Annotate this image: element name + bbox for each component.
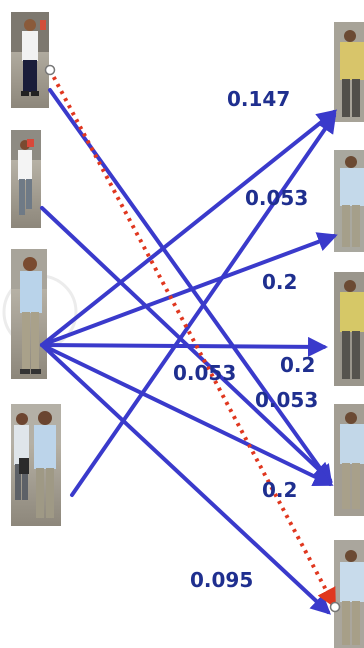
weight-label: 0.053 — [255, 388, 318, 412]
edge-q3-g5 — [40, 343, 331, 615]
weight-label: 0.2 — [262, 270, 297, 294]
match-end-node — [329, 601, 341, 613]
edge-q3-g2 — [40, 232, 338, 347]
weight-label: 0.2 — [262, 478, 297, 502]
gallery-image-3 — [334, 272, 364, 386]
gallery-image-2 — [334, 150, 364, 252]
weight-label: 0.147 — [227, 87, 290, 111]
weight-label: 0.2 — [280, 353, 315, 377]
weight-label: 0.095 — [190, 568, 253, 592]
edge-q3-g3 — [40, 336, 328, 357]
edge-q2-g4 — [40, 206, 333, 483]
edge-q3-g4 — [40, 343, 334, 487]
best-match-edge — [48, 69, 336, 609]
edge-q3-g1 — [40, 109, 338, 347]
query-image-3 — [11, 249, 47, 379]
gallery-image-5 — [334, 540, 364, 648]
edge-q4-g1 — [70, 112, 337, 497]
weight-label: 0.053 — [173, 361, 236, 385]
matching-edges — [40, 88, 338, 615]
query-image-4 — [11, 404, 61, 526]
weight-labels: 0.147 0.053 0.2 0.2 0.053 0.053 0.2 0.09… — [173, 87, 318, 592]
weight-label: 0.053 — [245, 186, 308, 210]
gallery-image-4 — [334, 404, 364, 516]
query-image-2 — [11, 130, 41, 228]
query-image-1 — [11, 12, 49, 108]
gallery-image-1 — [334, 22, 364, 122]
match-start-node — [44, 64, 56, 76]
